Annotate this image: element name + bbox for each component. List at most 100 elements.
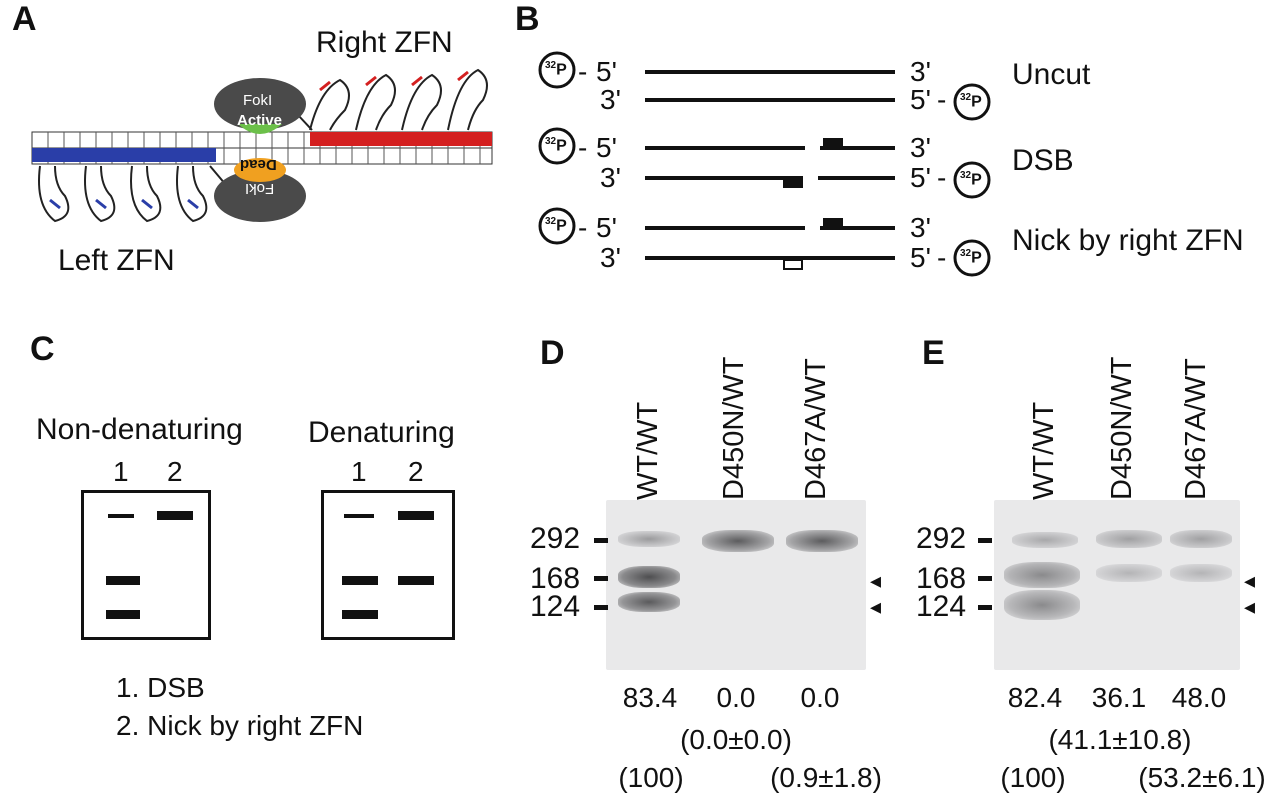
legend-dsb: 1. DSB xyxy=(116,674,205,702)
gel-e-lane2-168 xyxy=(1096,564,1162,582)
gel-e-mean-middle: (41.1±10.8) xyxy=(1030,726,1210,754)
c-nd-lane1: 1 xyxy=(113,458,129,486)
gel-e-value-1: 82.4 xyxy=(1002,684,1068,712)
left-zfn-fingers xyxy=(39,166,206,221)
five-prime-1: 5' xyxy=(596,58,617,86)
gel-e-lane1-124 xyxy=(1004,590,1080,620)
three-prime-1b: 3' xyxy=(600,86,621,114)
non-denaturing-label: Non-denaturing xyxy=(36,415,243,445)
gel-e-marker-292: 292 xyxy=(916,524,966,554)
gel-d-mean-middle: (0.0±0.0) xyxy=(656,726,816,754)
gel-e-lane2-292 xyxy=(1096,530,1162,548)
gel-e-lane2-label: D450N/WT xyxy=(1106,357,1139,500)
gel-d-tick-292 xyxy=(594,538,608,543)
p32-label-2: 32P xyxy=(545,136,567,155)
gel-d-lane1-292 xyxy=(618,531,680,547)
gel-d-marker-124: 124 xyxy=(530,592,580,622)
dead-label: Dead xyxy=(240,156,277,173)
gel-d-lane1-168 xyxy=(618,566,680,588)
gel-d-tick-124 xyxy=(594,605,608,610)
c-nd-lane2: 2 xyxy=(167,458,183,486)
gel-e-lane1-292 xyxy=(1012,532,1078,548)
panel-e-letter: E xyxy=(922,334,945,373)
nd-band-1-top xyxy=(108,514,134,518)
five-prime-2b: 5' xyxy=(910,164,931,192)
fokl-bottom-label: FokI xyxy=(245,180,274,197)
five-prime-3b: 5' xyxy=(910,244,931,272)
c-d-lane1: 1 xyxy=(351,458,367,486)
gel-e-lane3-292 xyxy=(1170,530,1232,548)
right-binding-site xyxy=(310,132,492,146)
d-band-1-mid xyxy=(342,576,378,585)
gel-e-lane3-label: D467A/WT xyxy=(1180,358,1213,500)
nd-band-1-low xyxy=(106,610,140,619)
dash-1: - xyxy=(578,58,587,86)
active-label: Active xyxy=(237,112,282,129)
three-prime-3: 3' xyxy=(910,214,931,242)
gel-e-value-2: 36.1 xyxy=(1086,684,1152,712)
dsb-label: DSB xyxy=(1012,146,1074,176)
nick-label: Nick by right ZFN xyxy=(1012,226,1244,256)
p32-label-3: 32P xyxy=(545,216,567,235)
gel-d-ref: (100) xyxy=(606,764,696,792)
denaturing-label: Denaturing xyxy=(308,418,455,448)
gel-d-tick-168 xyxy=(594,576,608,581)
gel-e-lane1-label: WT/WT xyxy=(1028,402,1061,500)
gel-d-lane3-292 xyxy=(786,530,858,552)
p32-label-1: 32P xyxy=(545,60,567,79)
gel-d-arrow-168: ◂ xyxy=(870,570,881,592)
gel-e-marker-124: 124 xyxy=(916,592,966,622)
three-prime-2b: 3' xyxy=(600,164,621,192)
three-prime-2: 3' xyxy=(910,134,931,162)
gel-d-mean-right: (0.9±1.8) xyxy=(756,764,896,792)
d-band-1-top xyxy=(344,514,374,518)
gel-e-lane1-168 xyxy=(1004,562,1080,588)
nd-band-1-mid xyxy=(106,576,140,585)
gel-d-lane1-124 xyxy=(618,592,680,612)
panel-c-letter: C xyxy=(30,330,55,369)
gel-e-arrow-124: ◂ xyxy=(1244,596,1255,618)
left-binding-site xyxy=(32,148,216,162)
gel-e-tick-292 xyxy=(978,538,992,543)
gel-d-arrow-124: ◂ xyxy=(870,596,881,618)
nd-band-2-top xyxy=(157,511,193,520)
panel-b-letter: B xyxy=(515,0,540,39)
dash-3b: - xyxy=(937,244,946,272)
dash-2: - xyxy=(578,134,587,162)
gel-d-lane2-292 xyxy=(702,530,774,552)
right-zfn-fingers xyxy=(310,70,487,130)
three-prime-3b: 3' xyxy=(600,244,621,272)
fokl-top-label: FokI xyxy=(243,92,272,109)
c-d-lane2: 2 xyxy=(408,458,424,486)
right-zfn-label: Right ZFN xyxy=(316,28,453,58)
d-band-2-top xyxy=(398,511,434,520)
gel-e-ref: (100) xyxy=(988,764,1078,792)
gel-e-arrow-168: ◂ xyxy=(1244,570,1255,592)
p32-label-6: 32P xyxy=(960,248,982,267)
three-prime-1: 3' xyxy=(910,58,931,86)
panel-d-letter: D xyxy=(540,334,565,373)
gel-e-tick-168 xyxy=(978,576,992,581)
gel-e-value-3: 48.0 xyxy=(1166,684,1232,712)
d-band-2-mid xyxy=(398,576,434,585)
p32-label-5: 32P xyxy=(960,170,982,189)
dash-3: - xyxy=(578,214,587,242)
gel-e-lane3-168 xyxy=(1170,564,1232,582)
gel-d-value-2: 0.0 xyxy=(706,684,766,712)
five-prime-1b: 5' xyxy=(910,86,931,114)
d-band-1-low xyxy=(342,610,378,619)
legend-nick: 2. Nick by right ZFN xyxy=(116,712,363,740)
gel-e-tick-124 xyxy=(978,605,992,610)
gel-d-value-3: 0.0 xyxy=(790,684,850,712)
gel-d-lane1-label: WT/WT xyxy=(632,402,665,500)
gel-d-marker-292: 292 xyxy=(530,524,580,554)
left-zfn-label: Left ZFN xyxy=(58,246,175,276)
five-prime-3: 5' xyxy=(596,214,617,242)
gel-d-value-1: 83.4 xyxy=(620,684,680,712)
dash-2b: - xyxy=(937,164,946,192)
dash-1b: - xyxy=(937,86,946,114)
p32-label-4: 32P xyxy=(960,92,982,111)
gel-d-lane2-label: D450N/WT xyxy=(718,357,751,500)
gel-e-mean-right: (53.2±6.1) xyxy=(1128,764,1276,792)
uncut-label: Uncut xyxy=(1012,60,1090,90)
